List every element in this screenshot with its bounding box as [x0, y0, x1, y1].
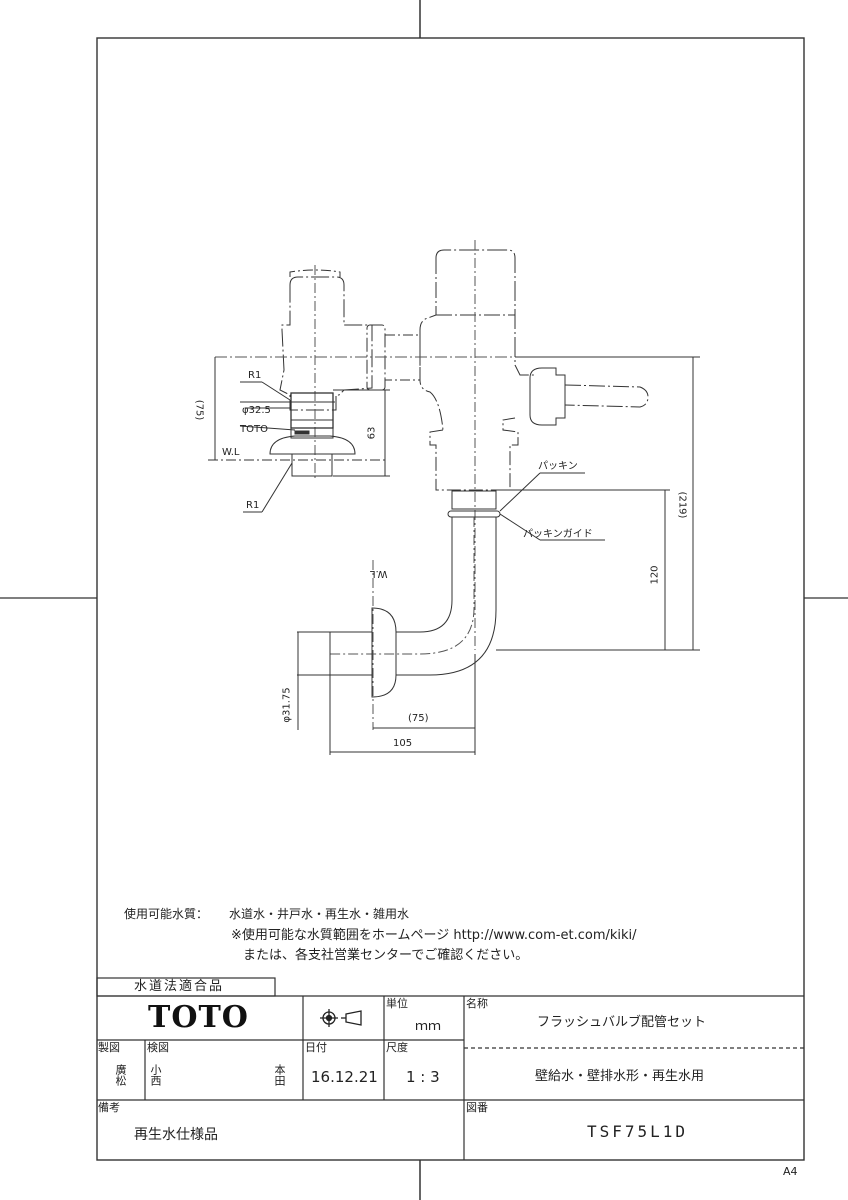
- projection-symbol-icon: [320, 1009, 362, 1027]
- label-phi-32-5: φ32.5: [242, 405, 271, 416]
- checked-stamp-1: 小西: [149, 1064, 162, 1086]
- water-types-label: 使用可能水質：: [124, 907, 209, 921]
- checked-label: 検図: [147, 1041, 169, 1054]
- label-dim-75-left: (75): [193, 399, 205, 421]
- paper-size: A4: [783, 1165, 798, 1178]
- subname-value: 壁給水・壁排水形・再生水用: [535, 1069, 705, 1084]
- brand-logo: TOTO: [148, 1000, 249, 1035]
- name-value: フラッシュバルブ配管セット: [537, 1015, 707, 1030]
- remarks-value: 再生水仕様品: [134, 1127, 218, 1143]
- remarks-label: 備考: [98, 1101, 120, 1114]
- label-dim-63: 63: [366, 426, 378, 440]
- scale-value: 1 : 3: [406, 1068, 440, 1086]
- label-dim-105: 105: [393, 738, 413, 749]
- note-line-1: ※使用可能な水質範囲をホームページ http://www.com-et.com/…: [231, 928, 637, 943]
- label-wl-lower: W.L: [370, 568, 388, 579]
- label-packing-guide: パッキンガイド: [523, 529, 593, 540]
- water-types-value: 水道水・井戸水・再生水・雑用水: [229, 907, 410, 921]
- label-dim-120: 120: [649, 565, 661, 585]
- drafted-label: 製図: [98, 1041, 120, 1054]
- scale-label: 尺度: [386, 1041, 408, 1054]
- label-dim-75-bottom: (75): [408, 713, 429, 724]
- drawing-no-label: 図番: [466, 1101, 488, 1114]
- label-r1-top: R1: [248, 370, 262, 381]
- drawing-no-value: TSF75L1D: [587, 1122, 689, 1141]
- label-phi-31-75: φ31.75: [281, 687, 293, 723]
- checked-stamp-2: 本田: [273, 1064, 286, 1086]
- label-dim-219: (219): [676, 491, 688, 519]
- drafted-stamp: 廣松: [114, 1064, 127, 1086]
- note-line-2: または、各支社営業センターでご確認ください。: [243, 948, 529, 963]
- label-toto-mark: TOTO: [240, 424, 268, 435]
- label-r1-bottom: R1: [246, 500, 260, 511]
- compliance-label: 水道法適合品: [134, 979, 225, 994]
- unit-label: 単位: [386, 997, 408, 1010]
- label-wl-left: W.L: [222, 447, 240, 458]
- name-label: 名称: [466, 997, 488, 1010]
- label-packing: パッキン: [538, 461, 578, 472]
- unit-value: ｍｍ: [415, 1019, 442, 1034]
- date-label: 日付: [305, 1041, 327, 1054]
- date-value: 16.12.21: [311, 1068, 378, 1086]
